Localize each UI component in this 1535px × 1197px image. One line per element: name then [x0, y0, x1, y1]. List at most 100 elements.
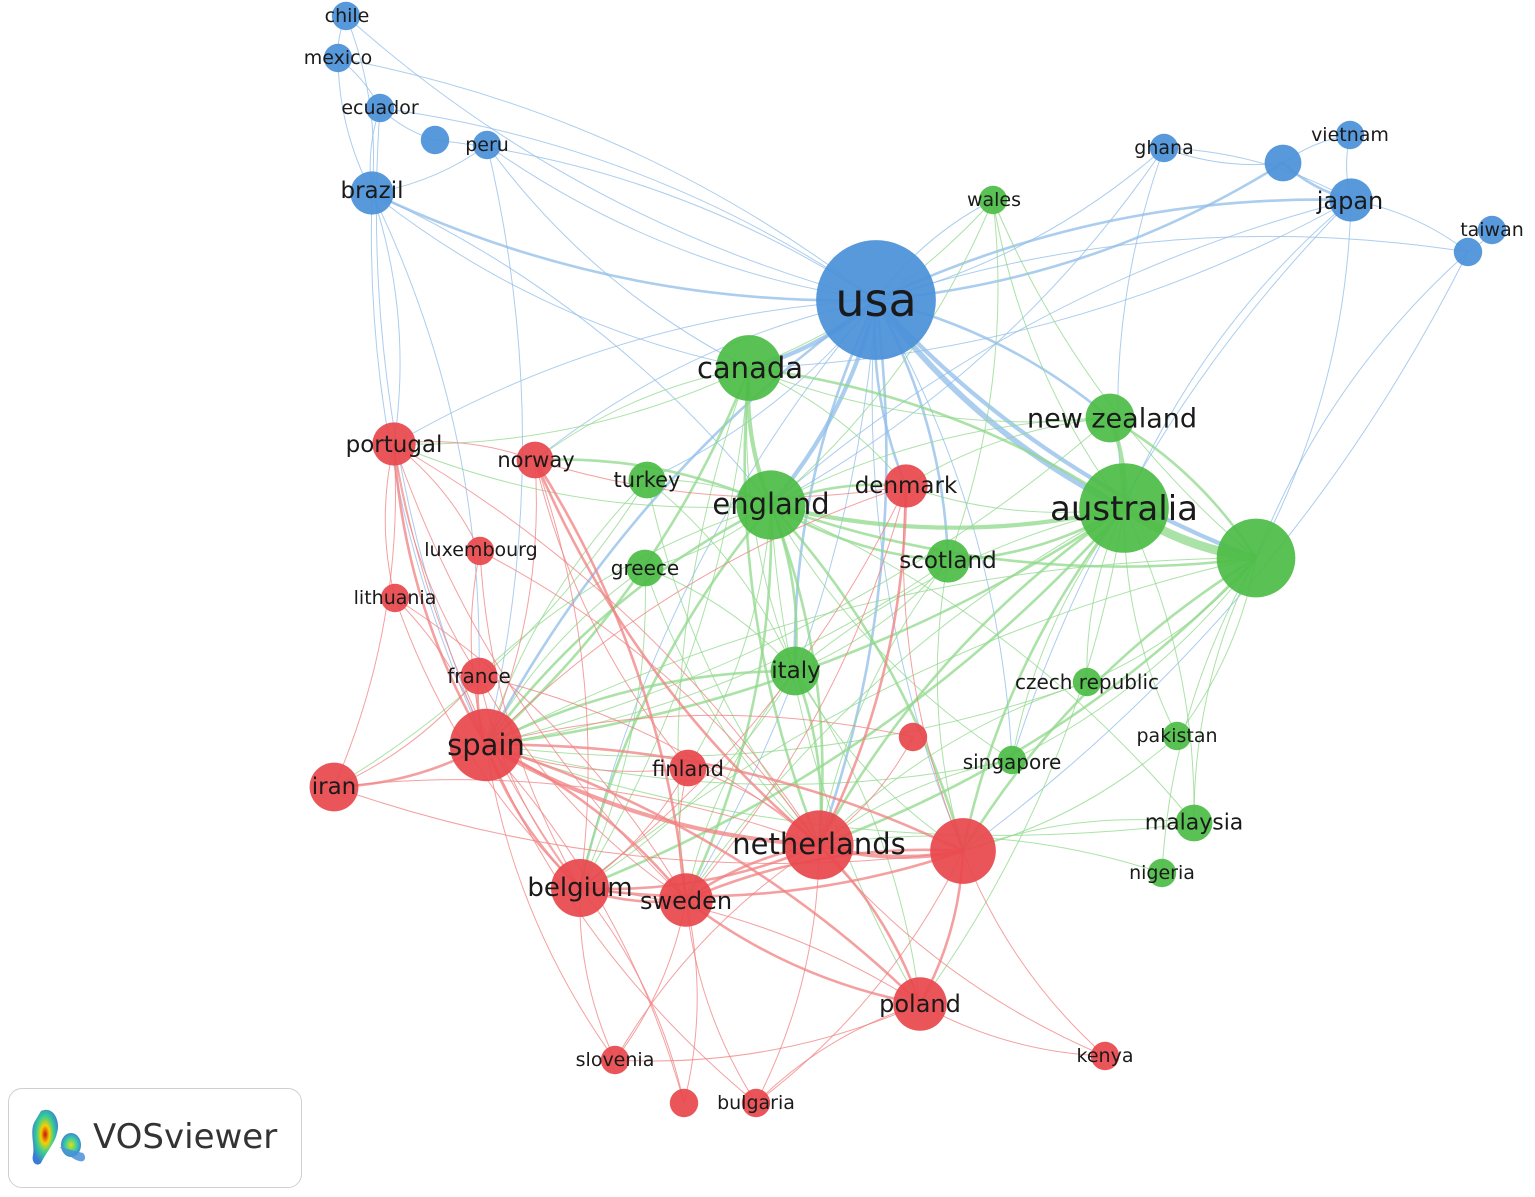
link-spain-netherlands — [484, 743, 820, 848]
node-label-taiwan: taiwan — [1460, 219, 1524, 241]
node-luxembourg[interactable] — [465, 536, 495, 566]
node-red-small[interactable] — [898, 722, 928, 752]
node-japan[interactable] — [1329, 178, 1373, 222]
link-usa-spain — [484, 298, 877, 746]
network-labels: chilemexicoecuadorperubrazilghanavietnam… — [304, 5, 1524, 1114]
node-malaysia[interactable] — [1175, 804, 1213, 842]
link-green-big-england — [770, 503, 1257, 568]
node-label-pakistan: pakistan — [1136, 725, 1217, 747]
node-taiwan[interactable] — [1477, 215, 1507, 245]
node-pakistan[interactable] — [1162, 721, 1192, 751]
node-label-mexico: mexico — [304, 47, 372, 69]
node-australia[interactable] — [1079, 463, 1169, 553]
link-poland-bulgaria — [755, 1003, 921, 1104]
link-england-poland — [770, 504, 921, 1005]
node-norway[interactable] — [516, 441, 554, 479]
node-red-big[interactable] — [930, 818, 996, 884]
link-scotland-netherlands — [818, 560, 949, 846]
node-label-bulgaria: bulgaria — [717, 1092, 795, 1114]
node-ghana[interactable] — [1149, 133, 1179, 163]
node-portugal[interactable] — [372, 422, 416, 466]
node-label-japan: japan — [1316, 187, 1384, 215]
link-canada-australia — [748, 366, 1125, 510]
node-nigeria[interactable] — [1147, 858, 1177, 888]
node-denmark[interactable] — [884, 464, 928, 508]
link-peru-canada — [486, 144, 750, 369]
node-sweden[interactable] — [659, 873, 713, 927]
node-bulgaria[interactable] — [741, 1088, 771, 1118]
link-brazil-canada — [371, 192, 750, 369]
link-usa-netherlands — [817, 299, 888, 846]
node-czech-republic[interactable] — [1072, 667, 1102, 697]
link-spain-red-big — [485, 743, 964, 853]
node-label-luxembourg: luxembourg — [424, 539, 537, 561]
link-portugal-belgium — [393, 443, 581, 889]
node-chile[interactable] — [331, 1, 361, 31]
node-kenya[interactable] — [1090, 1041, 1120, 1071]
link-japan-england — [770, 199, 1352, 506]
node-label-lithuania: lithuania — [354, 587, 437, 609]
node-canada[interactable] — [716, 335, 782, 401]
link-italy-poland — [794, 670, 921, 1005]
link-australia-malaysia — [1123, 507, 1195, 824]
node-new-zealand[interactable] — [1085, 393, 1135, 443]
node-vietnam-dot[interactable] — [1264, 144, 1302, 182]
link-iran-red-big — [333, 786, 964, 864]
vosviewer-logo-text: VOSviewer — [93, 1117, 278, 1157]
node-slovenia[interactable] — [600, 1045, 630, 1075]
node-iran[interactable] — [309, 762, 359, 812]
link-usa-green-big — [874, 298, 1257, 560]
node-netherlands[interactable] — [784, 810, 854, 880]
node-poland[interactable] — [893, 977, 947, 1031]
node-label-brazil: brazil — [340, 178, 403, 204]
node-label-malaysia: malaysia — [1145, 811, 1244, 836]
link-poland-slovenia — [614, 1003, 921, 1062]
node-wales[interactable] — [978, 185, 1008, 215]
link-norway-spain — [485, 459, 537, 746]
node-finland[interactable] — [669, 749, 707, 787]
link-iran-netherlands — [333, 779, 820, 846]
link-czech-republic-spain — [485, 681, 1088, 757]
node-peru-dot[interactable] — [420, 125, 450, 155]
link-brazil-portugal — [371, 192, 401, 445]
node-brazil[interactable] — [350, 171, 394, 215]
link-red-big-belgium — [579, 849, 964, 898]
node-label-italy: italy — [771, 658, 821, 684]
node-england[interactable] — [736, 470, 806, 540]
link-czech-republic-netherlands — [818, 681, 1088, 846]
node-usa[interactable] — [816, 240, 936, 360]
node-label-usa: usa — [835, 273, 916, 327]
node-mexico[interactable] — [323, 43, 353, 73]
link-england-portugal — [393, 443, 772, 508]
link-australia-england — [770, 502, 1125, 530]
node-belgium[interactable] — [551, 859, 609, 917]
node-ecuador[interactable] — [365, 93, 395, 123]
node-greece[interactable] — [626, 549, 664, 587]
node-singapore[interactable] — [997, 745, 1027, 775]
link-mexico-usa — [337, 57, 877, 301]
link-sweden-bulgaria — [685, 899, 757, 1104]
node-taiwan-dot[interactable] — [1453, 237, 1483, 267]
node-label-poland: poland — [879, 990, 961, 1018]
link-vietnam-dot-usa — [875, 161, 1284, 302]
node-label-france: france — [447, 664, 511, 688]
node-label-belgium: belgium — [527, 873, 632, 903]
node-italy[interactable] — [770, 646, 820, 696]
node-lithuania[interactable] — [380, 583, 410, 613]
node-spain[interactable] — [449, 708, 523, 782]
node-label-new-zealand: new zealand — [1027, 404, 1197, 435]
node-peru[interactable] — [472, 130, 502, 160]
node-scotland[interactable] — [926, 539, 970, 583]
link-portugal-spain — [392, 443, 488, 746]
link-portugal-france — [393, 443, 480, 677]
node-france[interactable] — [460, 657, 498, 695]
vosviewer-logo: VOSviewer — [8, 1088, 302, 1188]
link-norway-belgium — [534, 459, 589, 889]
node-turkey[interactable] — [628, 461, 666, 499]
node-vietnam[interactable] — [1335, 120, 1365, 150]
link-italy-belgium — [579, 670, 796, 889]
link-brazil-france — [371, 192, 480, 677]
node-green-big[interactable] — [1216, 518, 1296, 598]
node-bulgaria-dot[interactable] — [669, 1088, 699, 1118]
link-red-big-bulgaria — [755, 850, 964, 1104]
